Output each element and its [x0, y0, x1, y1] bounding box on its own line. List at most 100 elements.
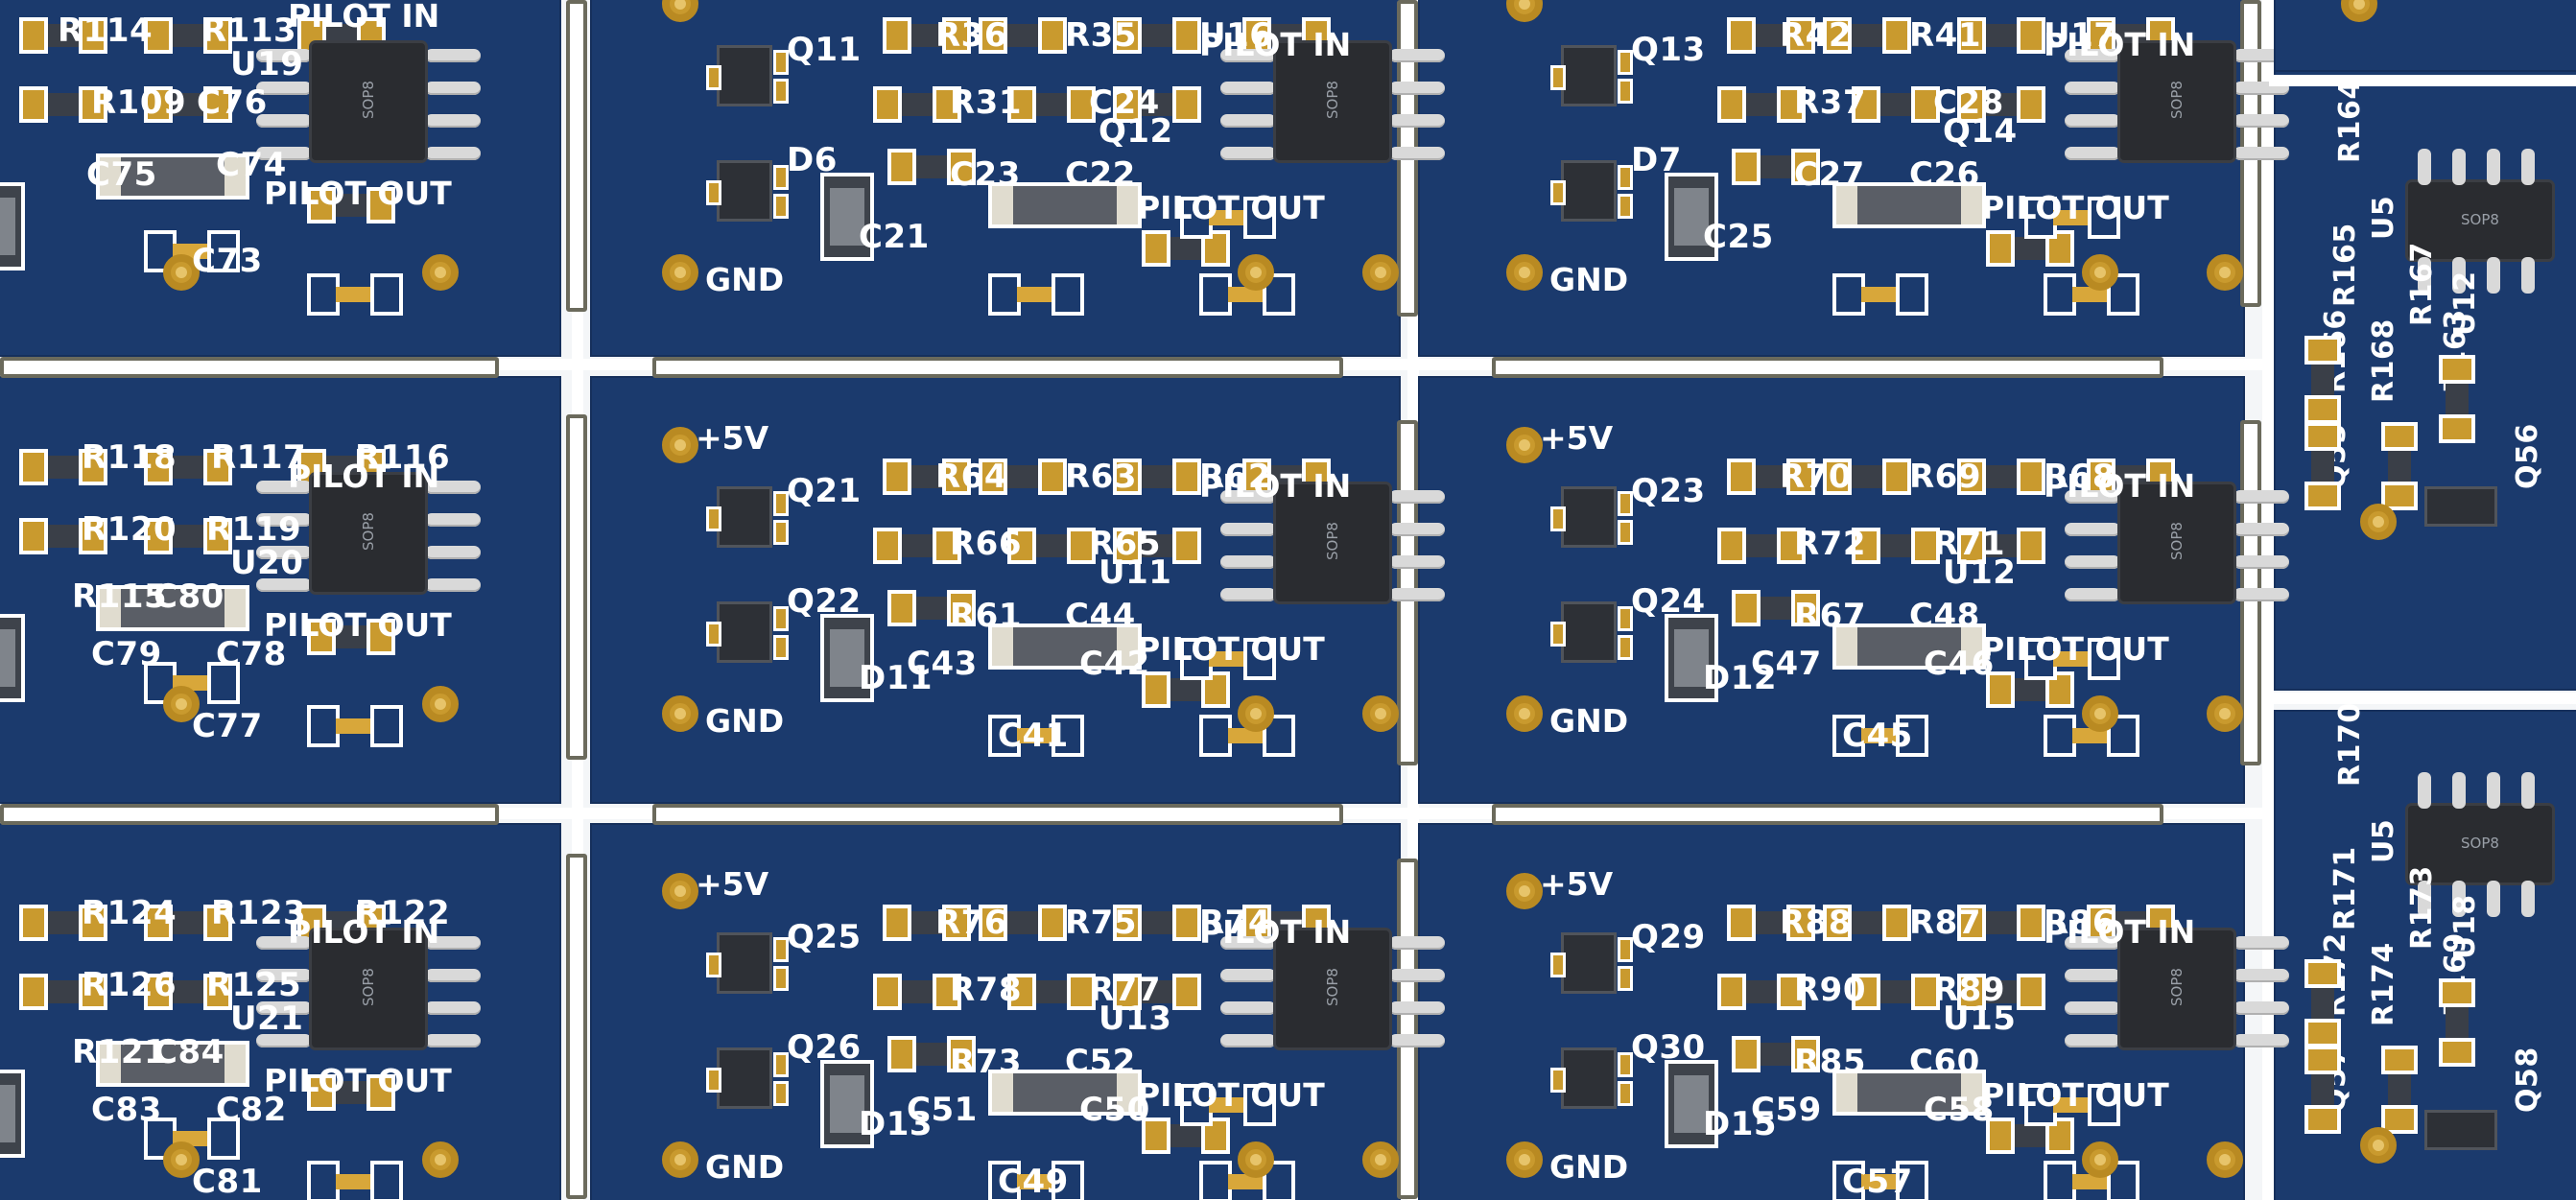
- resistor-body: [1142, 911, 1172, 934]
- ic-lead: [2065, 588, 2120, 601]
- ic-lead: [256, 578, 312, 592]
- smd-diode: [0, 182, 25, 271]
- designator-label: R115: [72, 577, 168, 616]
- designator-label: R124: [82, 894, 177, 932]
- designator-label: C41: [998, 717, 1069, 755]
- ic-lead: [256, 481, 312, 494]
- designator-label: R61: [950, 597, 1022, 635]
- designator-label: R63: [1065, 458, 1137, 496]
- resistor-body: [1142, 465, 1172, 488]
- resistor-body: [2446, 1007, 2469, 1038]
- smd-diode: [0, 1070, 25, 1158]
- transistor-sot23: [1564, 489, 1614, 545]
- smd-diode: [820, 1060, 874, 1148]
- ic-lead: [1389, 936, 1445, 950]
- breakaway-slot: [566, 414, 587, 760]
- via-pad: [2082, 1141, 2118, 1178]
- electrolytic-capacitor: [96, 153, 249, 200]
- designator-label: R165: [2328, 223, 2362, 307]
- designator-label: R126: [82, 966, 177, 1004]
- transistor-pin: [706, 622, 721, 647]
- resistor-footprint: [1823, 459, 1911, 495]
- smd-diode: [1665, 614, 1718, 702]
- net-label-5v: +5V: [1540, 419, 1614, 457]
- ic-lead: [2065, 523, 2120, 536]
- transistor-pin: [773, 194, 789, 219]
- designator-label: Q58: [2511, 1047, 2544, 1113]
- sop8-chip: SOP8: [2120, 43, 2233, 160]
- designator-label: Q25: [787, 918, 862, 956]
- net-label-gnd: GND: [1549, 261, 1629, 298]
- resistor-body: [911, 24, 942, 47]
- via-pad: [662, 1141, 698, 1178]
- capacitor-body: [2072, 287, 2111, 302]
- electrolytic-capacitor: [1832, 182, 1986, 228]
- designator-label: C21: [859, 218, 930, 256]
- resistor-body: [1986, 911, 2017, 934]
- designator-label: C24: [1089, 83, 1160, 122]
- resistor-footprint: [2381, 1046, 2418, 1134]
- transistor-pin: [773, 79, 789, 104]
- capacitor-body: [2053, 1097, 2092, 1113]
- designator-label: R120: [82, 510, 177, 549]
- ic-lead: [2065, 969, 2120, 982]
- ic-lead: [1220, 147, 1276, 160]
- ic-lead: [1389, 147, 1445, 160]
- designator-label: C27: [1794, 155, 1865, 194]
- breakaway-slot: [0, 357, 499, 378]
- designator-label: U5: [2367, 195, 2400, 240]
- resistor-footprint: [1852, 528, 1940, 564]
- transistor-pin: [773, 606, 789, 631]
- ic-lead: [1389, 1034, 1445, 1047]
- resistor-footprint: [873, 974, 961, 1010]
- designator-label: C46: [1924, 645, 1995, 683]
- capacitor-footprint: [1180, 197, 1276, 239]
- net-label-pilot-in: PILOT IN: [2044, 26, 2196, 63]
- net-label-gnd: GND: [1549, 1148, 1629, 1186]
- designator-label: U11: [1099, 553, 1172, 592]
- resistor-body: [1852, 911, 1882, 934]
- transistor-pin: [1550, 953, 1566, 977]
- ic-lead: [1389, 588, 1445, 601]
- ic-lead: [425, 49, 481, 62]
- designator-label: R31: [950, 83, 1022, 122]
- resistor-footprint: [307, 187, 395, 224]
- designator-label: U21: [230, 1000, 304, 1038]
- resistor-body: [2015, 678, 2045, 701]
- transistor-pin: [773, 165, 789, 190]
- resistor-footprint: [144, 905, 232, 941]
- ic-lead: [2233, 969, 2289, 982]
- ic-lead: [2065, 82, 2120, 95]
- capacitor-body: [1228, 1174, 1266, 1189]
- resistor-footprint: [1113, 528, 1201, 564]
- transistor-pin: [1618, 635, 1633, 660]
- resistor-footprint: [1957, 974, 2045, 1010]
- resistor-footprint: [979, 17, 1067, 54]
- capacitor-body: [1861, 287, 1900, 302]
- via-pad: [2360, 504, 2397, 540]
- resistor-footprint: [2439, 355, 2475, 443]
- ic-lead: [2487, 881, 2500, 917]
- resistor-body: [336, 625, 366, 648]
- resistor-body: [48, 93, 79, 116]
- designator-label: U16: [1199, 16, 1273, 55]
- designator-label: Q26: [787, 1028, 862, 1067]
- capacitor-body: [1209, 1097, 1247, 1113]
- breakaway-slot: [0, 804, 499, 825]
- electrolytic-capacitor: [988, 624, 1142, 670]
- via-pad: [1238, 254, 1274, 291]
- ic-lead: [2233, 523, 2289, 536]
- resistor-footprint: [144, 974, 232, 1010]
- resistor-body: [1142, 24, 1172, 47]
- capacitor-footprint: [1832, 715, 1928, 757]
- resistor-footprint: [1727, 459, 1815, 495]
- net-label-pilot-out: PILOT OUT: [1137, 189, 1325, 226]
- ic-lead: [425, 1001, 481, 1015]
- ic-lead: [1389, 1001, 1445, 1015]
- resistor-footprint: [19, 449, 107, 485]
- capacitor-body: [1228, 728, 1266, 743]
- pcb-board: [2274, 0, 2576, 72]
- resistor-body: [916, 155, 947, 178]
- designator-label: C78: [216, 635, 287, 673]
- breakaway-slot: [566, 854, 587, 1199]
